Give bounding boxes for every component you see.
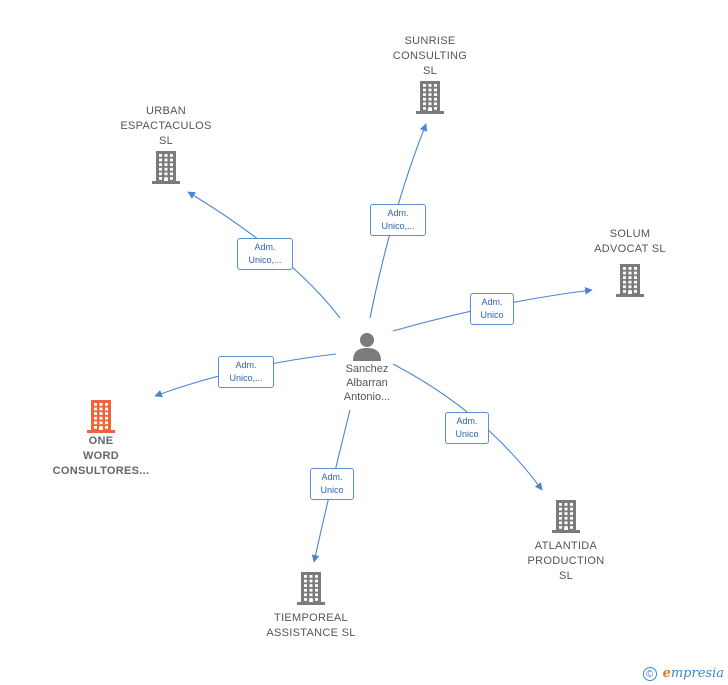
brand-logo-text: mpresia bbox=[670, 666, 724, 681]
building-icon bbox=[552, 500, 580, 533]
building-icon bbox=[616, 264, 644, 297]
building-icon bbox=[152, 151, 180, 184]
person-node[interactable]: Sanchez Albarran Antonio... bbox=[287, 330, 447, 404]
brand-logo-initial: e bbox=[662, 666, 671, 681]
relation-label-solum[interactable]: Adm. Unico bbox=[470, 293, 514, 325]
building-icon bbox=[416, 81, 444, 114]
company-node-atlantida[interactable]: ATLANTIDA PRODUCTION SL bbox=[486, 498, 646, 584]
company-node-solum[interactable]: SOLUM ADVOCAT SL bbox=[550, 227, 710, 298]
person-icon bbox=[353, 333, 381, 361]
relation-label-urban[interactable]: Adm. Unico,... bbox=[237, 238, 293, 270]
company-node-tiempo[interactable]: TIEMPOREAL ASSISTANCE SL bbox=[231, 570, 391, 641]
copyright-icon: © bbox=[642, 666, 657, 681]
person-name: Sanchez Albarran Antonio... bbox=[343, 363, 391, 403]
company-label: ATLANTIDA PRODUCTION SL bbox=[527, 540, 605, 582]
company-label: URBAN ESPACTACULOS SL bbox=[120, 105, 212, 147]
company-label: SUNRISE CONSULTING SL bbox=[392, 35, 468, 77]
company-node-sunrise[interactable]: SUNRISE CONSULTING SL bbox=[350, 34, 510, 115]
company-label: TIEMPOREAL ASSISTANCE SL bbox=[266, 612, 356, 639]
building-icon bbox=[87, 400, 115, 433]
relation-label-oneword[interactable]: Adm. Unico,... bbox=[218, 356, 274, 388]
relation-label-atlantida[interactable]: Adm. Unico bbox=[445, 412, 489, 444]
company-label: ONE WORD CONSULTORES... bbox=[52, 435, 150, 477]
relation-label-sunrise[interactable]: Adm. Unico,... bbox=[370, 204, 426, 236]
building-icon bbox=[297, 572, 325, 605]
company-node-oneword[interactable]: ONE WORD CONSULTORES... bbox=[21, 398, 181, 479]
company-node-urban[interactable]: URBAN ESPACTACULOS SL bbox=[86, 104, 246, 185]
relation-label-tiempo[interactable]: Adm. Unico bbox=[310, 468, 354, 500]
company-label: SOLUM ADVOCAT SL bbox=[594, 228, 666, 255]
